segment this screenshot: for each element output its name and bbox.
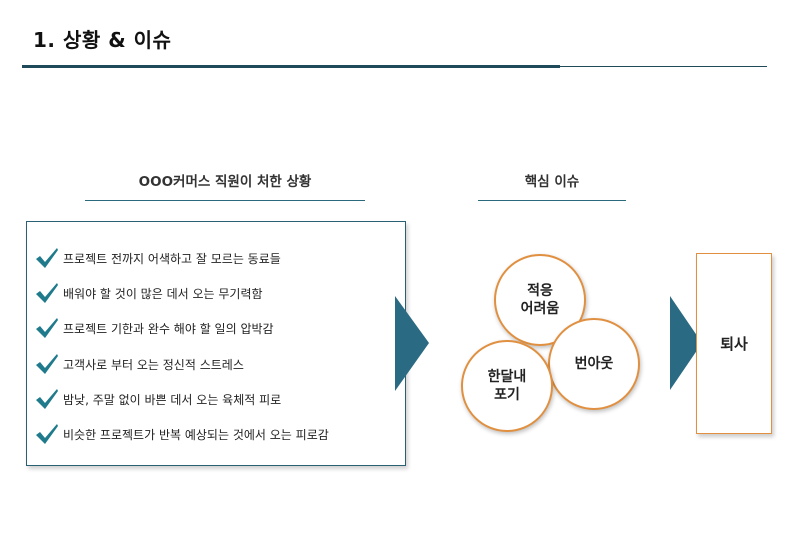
situation-item-text: 프로젝트 전까지 어색하고 잘 모르는 동료들 xyxy=(63,251,281,266)
list-item: 비슷한 프로젝트가 반복 예상되는 것에서 오는 피로감 xyxy=(35,422,329,446)
list-item: 고객사로 부터 오는 정신적 스트레스 xyxy=(35,352,244,376)
issue-adaptation-circle: 적응 어려움 xyxy=(494,254,586,346)
situation-item-text: 배워야 할 것이 많은 데서 오는 무기력함 xyxy=(63,286,263,301)
title-divider xyxy=(22,65,560,68)
check-icon xyxy=(36,318,58,338)
issues-heading: 핵심 이슈 xyxy=(524,174,580,190)
situation-item-text: 프로젝트 기한과 완수 해야 할 일의 압박감 xyxy=(63,321,274,336)
check-icon xyxy=(36,283,58,303)
situation-item-text: 밤낮, 주말 없이 바쁜 데서 오는 육체적 피로 xyxy=(63,392,282,407)
list-item: 밤낮, 주말 없이 바쁜 데서 오는 육체적 피로 xyxy=(35,387,281,411)
arrow-right-icon xyxy=(395,296,429,391)
check-icon xyxy=(36,248,58,268)
check-icon xyxy=(36,354,58,374)
situation-list-box: 프로젝트 전까지 어색하고 잘 모르는 동료들 배워야 할 것이 많은 데서 오… xyxy=(26,221,406,466)
issues-heading-underline xyxy=(478,200,626,201)
page-title: 1. 상황 & 이슈 xyxy=(33,28,172,52)
list-item: 프로젝트 기한과 완수 해야 할 일의 압박감 xyxy=(35,316,274,340)
title-divider-thin xyxy=(560,66,767,67)
check-icon xyxy=(36,389,58,409)
situation-item-text: 비슷한 프로젝트가 반복 예상되는 것에서 오는 피로감 xyxy=(63,427,329,442)
situation-heading: OOO커머스 직원이 처한 상황 xyxy=(138,174,312,190)
list-item: 배워야 할 것이 많은 데서 오는 무기력함 xyxy=(35,281,263,305)
arrow-right-icon xyxy=(670,296,702,390)
list-item: 프로젝트 전까지 어색하고 잘 모르는 동료들 xyxy=(35,246,281,270)
issue-burnout-circle: 번아웃 xyxy=(548,318,640,410)
check-icon xyxy=(36,424,58,444)
situation-item-text: 고객사로 부터 오는 정신적 스트레스 xyxy=(63,357,244,372)
issue-giveup-circle: 한달내 포기 xyxy=(461,340,553,432)
result-resignation-box: 퇴사 xyxy=(696,253,772,434)
situation-heading-underline xyxy=(85,200,365,201)
